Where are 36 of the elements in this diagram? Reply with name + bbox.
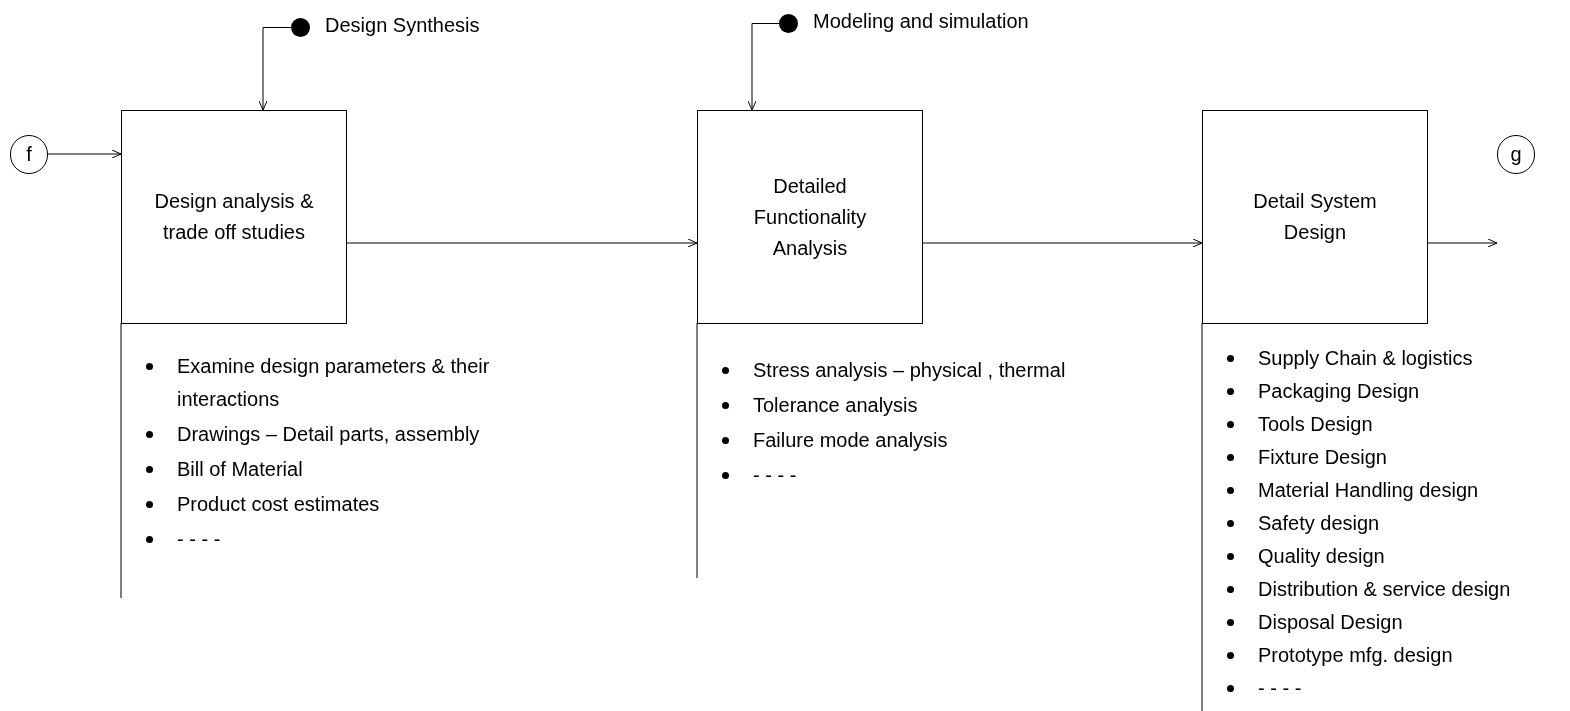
bullet-text: Supply Chain & logistics bbox=[1258, 346, 1473, 371]
bullet-text: Examine design parameters & their interactions bbox=[177, 354, 491, 412]
bullet-text: Distribution & service design bbox=[1258, 577, 1511, 602]
bullet-text: Product cost estimates bbox=[177, 492, 380, 517]
bullet-text: Drawings – Detail parts, assembly bbox=[177, 422, 480, 447]
bullet-text: Tolerance analysis bbox=[753, 393, 918, 418]
arrow bbox=[258, 27, 292, 111]
bullet-text: Prototype mfg. design bbox=[1258, 643, 1453, 668]
arrow bbox=[921, 238, 1203, 248]
box-label: f bbox=[26, 142, 32, 167]
bullet-text: Failure mode analysis bbox=[753, 428, 948, 453]
bullet-text: Packaging Design bbox=[1258, 379, 1420, 404]
bullet-text: Fixture Design bbox=[1258, 445, 1387, 470]
bullet-text: Stress analysis – physical , thermal bbox=[753, 358, 1066, 383]
process-box bbox=[1202, 110, 1428, 324]
arrow bbox=[345, 238, 698, 248]
bullet-text: Safety design bbox=[1258, 511, 1380, 536]
arrow bbox=[1426, 238, 1498, 248]
box-label: Detailed Functionality Analysis bbox=[752, 173, 868, 261]
callout-text: Modeling and simulation bbox=[813, 11, 1029, 31]
box-label: Design analysis & trade off studies bbox=[153, 189, 315, 245]
bullet-text: Tools Design bbox=[1258, 412, 1373, 437]
bullet-text: Material Handling design bbox=[1258, 478, 1479, 503]
bullet-text: - - - - bbox=[177, 527, 221, 552]
bullet-text: Bill of Material bbox=[177, 457, 303, 482]
process-box bbox=[121, 110, 347, 324]
process-box bbox=[697, 110, 923, 324]
callout-text: Design Synthesis bbox=[325, 15, 480, 35]
box-label: g bbox=[1510, 142, 1522, 167]
arrow bbox=[46, 149, 122, 159]
bullet-text: Disposal Design bbox=[1258, 610, 1403, 635]
box-label: Detail System Design bbox=[1252, 189, 1378, 245]
arrow bbox=[747, 23, 780, 111]
bullet-text: Quality design bbox=[1258, 544, 1385, 569]
bullet-text: - - - - bbox=[753, 463, 797, 488]
bullet-text: - - - - bbox=[1258, 676, 1302, 701]
